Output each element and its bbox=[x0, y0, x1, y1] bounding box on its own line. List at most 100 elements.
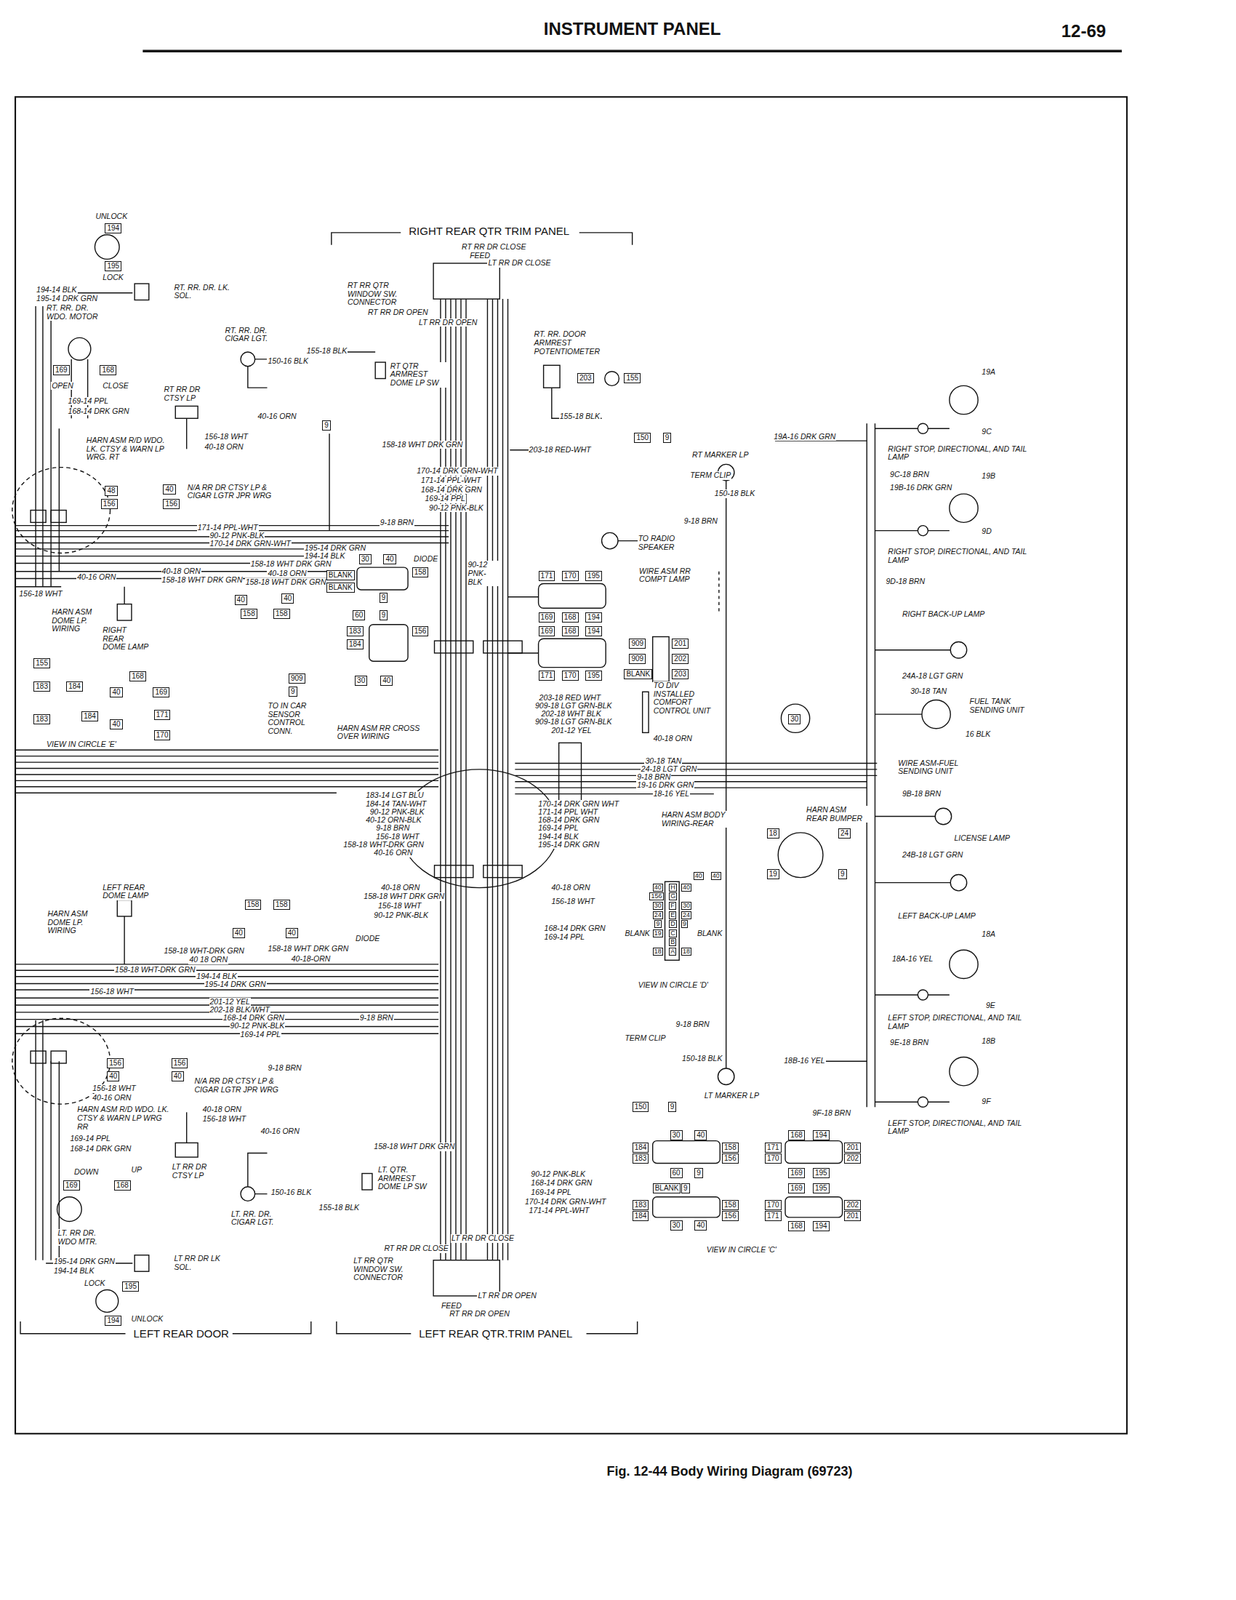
cavity-number: 169 bbox=[540, 626, 554, 635]
cavity-number: BLANK bbox=[655, 1183, 680, 1192]
wire-label: 40-18 ORN bbox=[380, 883, 421, 893]
lamp-circuits-part bbox=[949, 1057, 978, 1086]
wire-label: 9-18 BRN bbox=[266, 1063, 302, 1073]
connector-cavity: 40 bbox=[109, 687, 123, 698]
connector-cavity: 169 bbox=[63, 1180, 80, 1191]
wire-label: LT RR DR CLOSE bbox=[487, 258, 552, 268]
figure-caption: Fig. 12-44 Body Wiring Diagram (69723) bbox=[607, 1464, 853, 1478]
wire-label: 183-14 LGT BLU bbox=[364, 791, 424, 800]
wire-label: 170-14 DRK GRN WHT bbox=[537, 799, 620, 809]
cavity-number: 194 bbox=[106, 223, 120, 232]
cavity-number: 48 bbox=[106, 486, 115, 495]
harness-wires-part bbox=[12, 467, 111, 554]
cavity-number: 183 bbox=[634, 1153, 648, 1162]
cavity-number: 158 bbox=[275, 900, 288, 909]
wire-label: LOCK bbox=[83, 1278, 107, 1288]
wire-label: LT RR QTR WINDOW SW. CONNECTOR bbox=[352, 1256, 426, 1282]
cavity-number: 40 bbox=[696, 1220, 705, 1229]
wire-label: 40 18 ORN bbox=[188, 955, 229, 965]
wire-label: 90-12 PNK-BLK bbox=[209, 531, 266, 541]
cavity-number: 9 bbox=[290, 687, 296, 696]
wire-label: 201-12 YEL bbox=[550, 726, 592, 736]
connector-cavity: 202 bbox=[844, 1153, 861, 1164]
wire-label: 169-14 PPL bbox=[537, 823, 579, 833]
wire-label: 24B-18 LGT GRN bbox=[901, 850, 964, 860]
harness-wires-part bbox=[434, 640, 474, 653]
connector-cavity: 9 bbox=[838, 868, 848, 880]
cavity-number: 158 bbox=[275, 609, 288, 618]
cavity-number: 158 bbox=[414, 567, 427, 576]
wire-label: TERM CLIP bbox=[623, 1033, 666, 1043]
cavity-number: 184 bbox=[348, 639, 362, 648]
connector-cavity: 155 bbox=[33, 657, 51, 669]
cavity-number: 171 bbox=[540, 671, 554, 680]
cavity-number: 169 bbox=[790, 1183, 803, 1192]
harness-wires-part bbox=[50, 510, 67, 523]
wire-label: LT RR DR OPEN bbox=[418, 318, 478, 328]
lamp-circuits-part bbox=[874, 428, 949, 429]
wire-label: 156-18 WHT bbox=[377, 901, 423, 911]
component-symbols-part bbox=[538, 583, 607, 609]
cavity-number: 156 bbox=[173, 1058, 187, 1067]
cavity-number: 156 bbox=[165, 499, 178, 508]
connector-cavity: 194 bbox=[585, 625, 603, 637]
cavity-number: 194 bbox=[815, 1130, 828, 1139]
cavity-number: 169 bbox=[65, 1180, 78, 1189]
wire-label: RT. RR. DR. LK. SOL. bbox=[173, 283, 236, 301]
wire-label: 156-18 WHT bbox=[89, 987, 135, 997]
wire-label: 40-12 ORN-BLK bbox=[364, 815, 422, 825]
connector-cavity: 40 bbox=[285, 927, 299, 938]
wire-label: 40-18 ORN bbox=[204, 442, 245, 452]
connector-cavity: 184 bbox=[346, 639, 364, 650]
connector-cavity: 184 bbox=[66, 681, 83, 692]
cavity-number: 909 bbox=[631, 654, 644, 663]
component-symbols-part bbox=[240, 351, 256, 367]
wire-label: 18-16 YEL bbox=[652, 789, 690, 799]
component-symbols-part bbox=[94, 234, 120, 260]
connector-cavity: 30 bbox=[670, 1220, 683, 1231]
component-symbols-part bbox=[117, 604, 132, 621]
wire-label: FEED bbox=[440, 1301, 463, 1311]
connector-cavity: 9 bbox=[322, 420, 331, 431]
wire-label: 40-16 ORN bbox=[372, 848, 413, 858]
wire-label: LEFT STOP, DIRECTIONAL, AND TAIL LAMP bbox=[887, 1013, 1031, 1031]
connector-cavity: 9 bbox=[379, 610, 389, 621]
cavity-number: 201 bbox=[846, 1142, 859, 1151]
harness-wires-part bbox=[50, 1050, 67, 1063]
cavity-number: 158 bbox=[242, 609, 256, 618]
wire-label: 158-18 WHT DRK GRN bbox=[161, 575, 244, 585]
cavity-number: 171 bbox=[156, 710, 169, 719]
connector-cavity: 40 bbox=[234, 594, 248, 605]
wire-label: 40-16 ORN bbox=[91, 1093, 132, 1103]
cavity-number: 9 bbox=[696, 1168, 701, 1177]
page-frame-part bbox=[15, 96, 1127, 1434]
component-symbols-part bbox=[240, 1186, 256, 1202]
wire-label: LEFT REAR DOME LAMP bbox=[101, 883, 155, 901]
connector-cavity: 158 bbox=[273, 608, 291, 619]
cavity-number: 202 bbox=[846, 1200, 859, 1209]
wire-label: 171-14 PPL-WHT bbox=[197, 523, 259, 533]
connector-cavity: 183 bbox=[632, 1199, 650, 1210]
cavity-number: 156 bbox=[109, 1058, 122, 1067]
cavity-number: 170 bbox=[564, 571, 577, 580]
lamp-circuits-part bbox=[874, 649, 951, 650]
connector-cavity: 40 bbox=[383, 554, 396, 565]
lamp-circuits-part bbox=[874, 815, 935, 817]
cavity-number: 155 bbox=[35, 658, 48, 667]
connector-cavity: 9 bbox=[681, 1182, 690, 1194]
cavity-number: 150 bbox=[636, 433, 649, 442]
cavity-number: 40 bbox=[696, 1130, 705, 1139]
wire-label: 18A-16 YEL bbox=[891, 954, 934, 964]
connector-cavity: 18 bbox=[767, 828, 780, 839]
cavity-number: 18 bbox=[769, 828, 778, 837]
component-symbols-part bbox=[175, 405, 198, 419]
connector-cavity: 184 bbox=[632, 1210, 650, 1221]
harness-wires-part bbox=[15, 964, 439, 1034]
wire-label: LEFT STOP, DIRECTIONAL, AND TAIL LAMP bbox=[887, 1118, 1031, 1136]
lamp-circuits-part bbox=[949, 385, 978, 414]
component-symbols-part bbox=[665, 881, 680, 960]
component-symbols-part bbox=[57, 1196, 83, 1222]
wire-label: VIEW IN CIRCLE 'E' bbox=[45, 740, 118, 749]
wire-label: DIODE bbox=[412, 554, 439, 564]
wire-label: 169-14 PPL bbox=[239, 1030, 282, 1039]
